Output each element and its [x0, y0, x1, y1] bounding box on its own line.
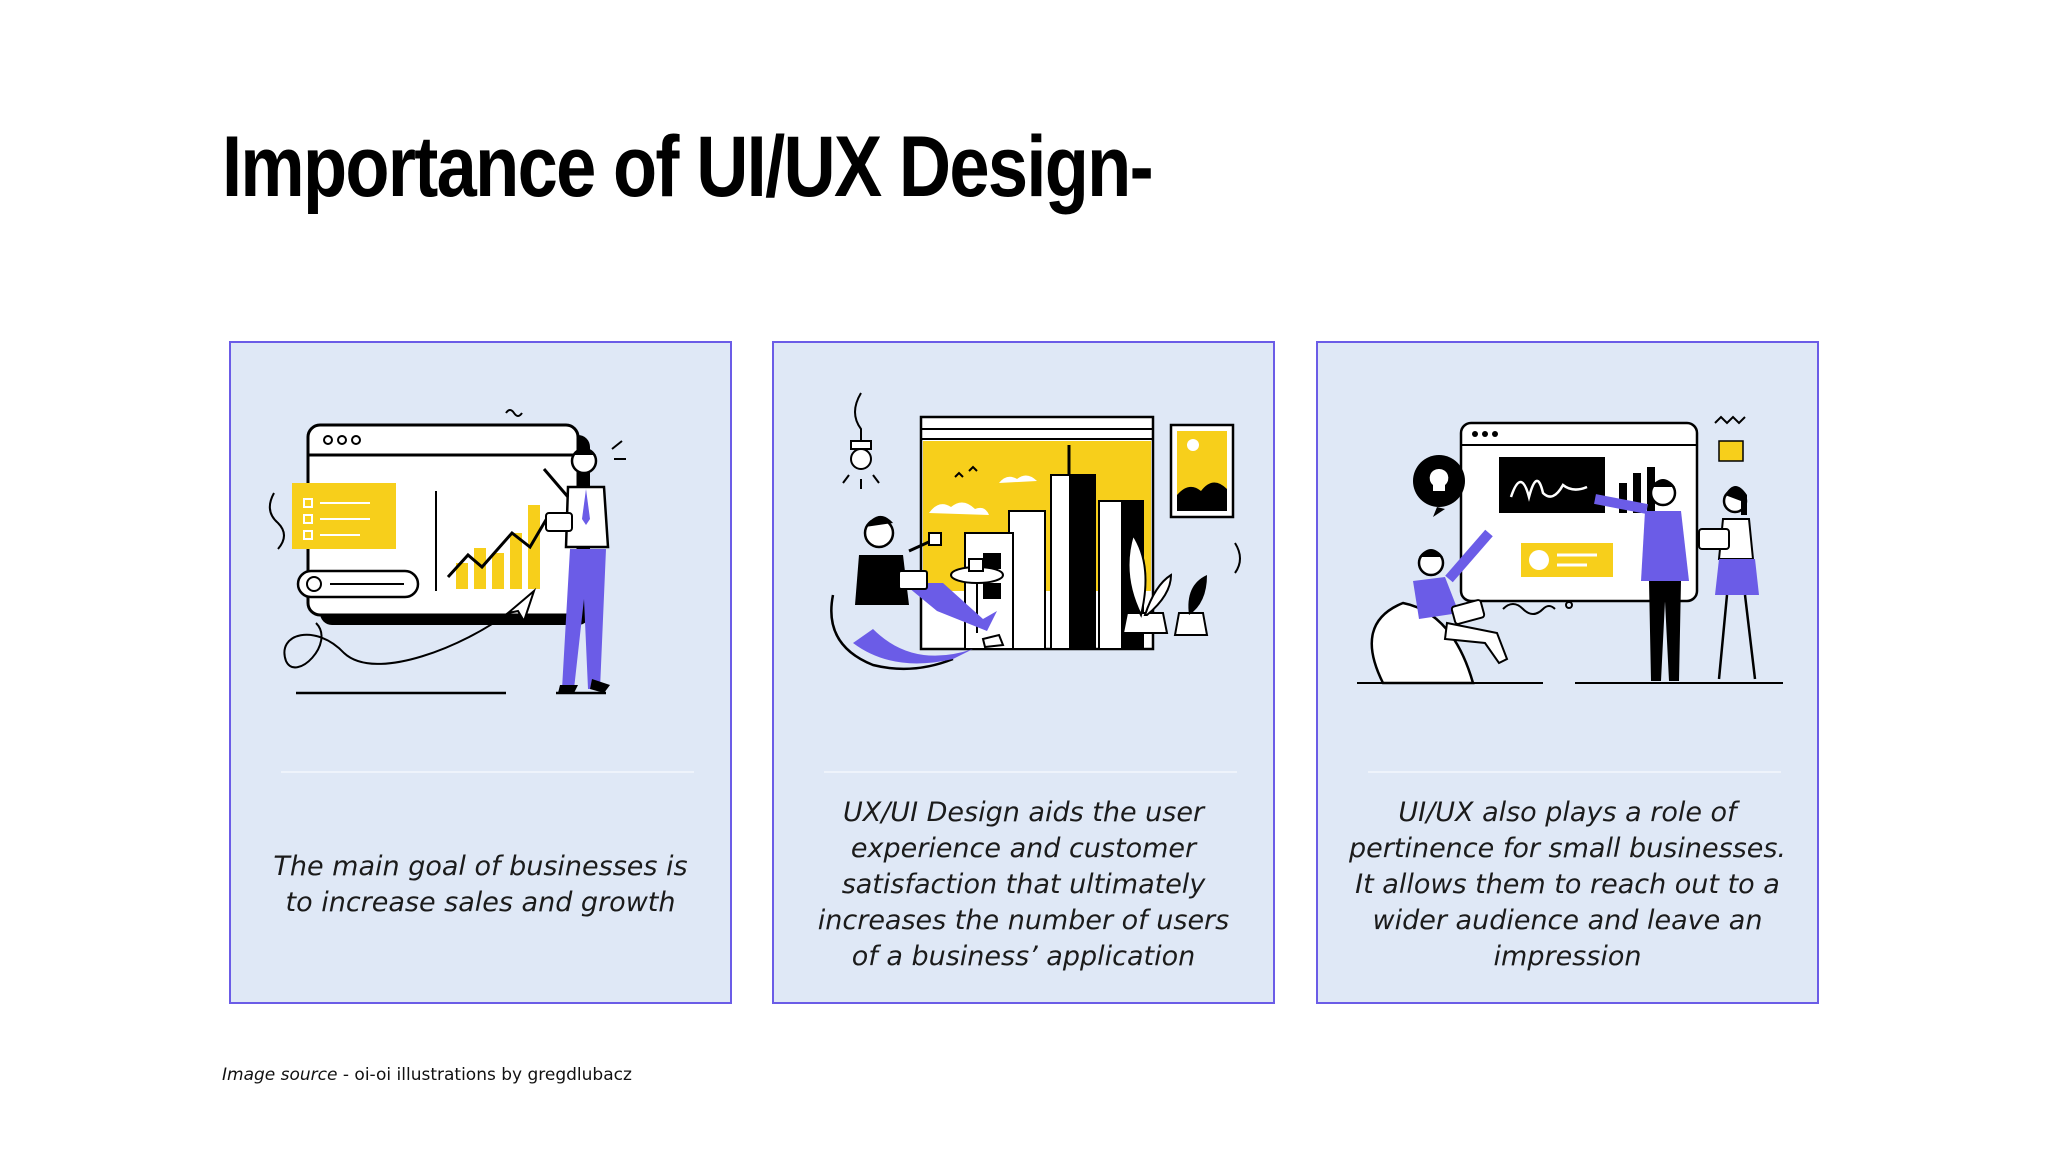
card-divider	[824, 771, 1237, 773]
image-source-credit: - oi-oi illustrations by gregdlubacz	[337, 1065, 632, 1085]
team-at-whiteboard-illustration	[1357, 415, 1783, 685]
card-text: UI/UX also plays a role of pertinence fo…	[1349, 796, 1786, 972]
image-source-caption: Image source - oi-oi illustrations by gr…	[222, 1065, 632, 1085]
card-user-experience: UX/UI Design aids the user experience an…	[772, 341, 1275, 1004]
man-relaxing-city-window-illustration	[830, 392, 1241, 671]
card-text: UX/UI Design aids the user experience an…	[817, 796, 1230, 972]
image-source-label: Image source	[222, 1065, 338, 1085]
slide-title: Importance of UI/UX Design-	[222, 119, 1154, 215]
card-divider	[1368, 771, 1781, 773]
card-divider	[281, 771, 694, 773]
man-presenting-chart-illustration	[268, 409, 626, 695]
card-sales-growth: The main goal of businesses is to increa…	[229, 341, 732, 1004]
card-text: The main goal of businesses is to increa…	[273, 850, 688, 918]
card-small-businesses: UI/UX also plays a role of pertinence fo…	[1316, 341, 1819, 1004]
